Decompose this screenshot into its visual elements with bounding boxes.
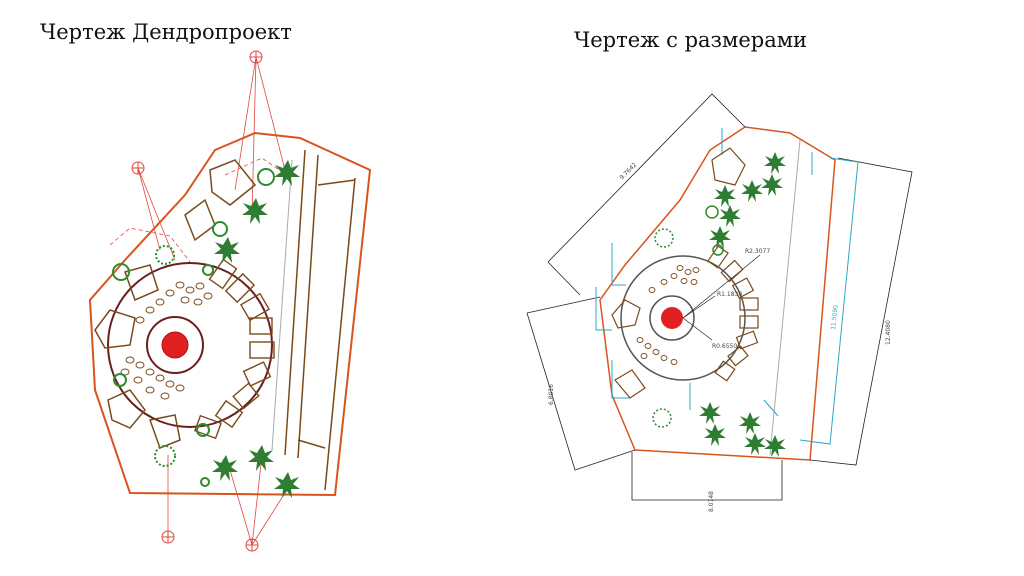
pebble-cluster (120, 281, 213, 400)
palm-plants (212, 160, 300, 498)
path-strip (284, 149, 356, 491)
conifers (112, 168, 275, 487)
dim-top-diagonal: 9.7642 (618, 161, 638, 181)
stone-slabs-right (707, 245, 759, 382)
site-boundary (88, 131, 372, 497)
marker-bottom-left (161, 530, 175, 544)
boulders-right (611, 147, 746, 399)
leader-lines (109, 56, 291, 546)
walkway-edge-right (769, 139, 801, 456)
radius-r1: R1.1830 (717, 291, 742, 298)
site-boundary-right (599, 126, 836, 461)
dimension-lines (526, 93, 913, 501)
planting-circle-right (620, 255, 746, 381)
cyan-dimension-lines (595, 128, 859, 445)
dim-bottom: 8.0748 (708, 491, 715, 512)
right-drawing-title: Чертеж с размерами (574, 28, 808, 52)
fountain-center (161, 331, 189, 359)
palm-plants-right (699, 152, 786, 457)
inner-circle (146, 316, 204, 374)
pebble-cluster-right (636, 265, 700, 365)
dim-left-vertical: 6.8016 (548, 384, 555, 405)
walkway-edge (271, 159, 293, 451)
dim-right-long: 12.4080 (885, 320, 892, 345)
dim-right-mid: 11.5090 (830, 305, 840, 331)
boulders (94, 159, 257, 449)
radius-r3: R0.6550 (712, 343, 737, 350)
fountain-center-right (661, 307, 683, 329)
radius-leaders (682, 254, 761, 341)
marker-top (249, 50, 263, 64)
marker-bottom-right (245, 538, 259, 552)
inner-circle-right (649, 295, 695, 341)
radius-r2: R2.3077 (745, 248, 770, 255)
left-drawing-title: Чертеж Дендропроект (40, 20, 292, 44)
planting-circle (107, 262, 273, 428)
marker-left (131, 161, 145, 175)
